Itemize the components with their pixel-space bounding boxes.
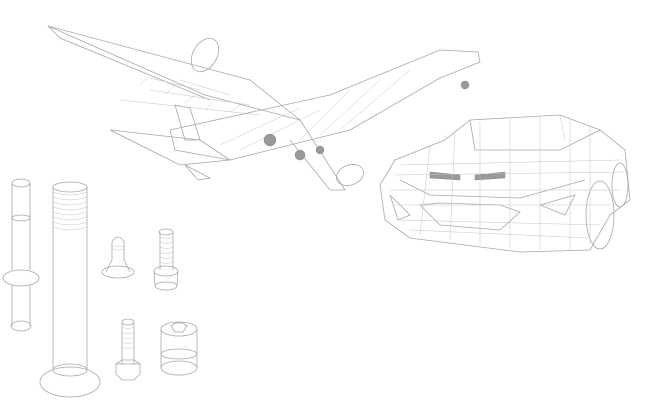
sleeve-nut: [160, 321, 198, 376]
fasteners-wireframe: [2, 178, 198, 398]
rivet-tube: [2, 178, 40, 332]
airplane-wireframe: [47, 25, 481, 191]
socket-cap-screw: [153, 228, 179, 291]
car-wireframe: [379, 114, 631, 253]
hex-bolt: [115, 318, 141, 381]
countersunk-pin: [101, 236, 135, 279]
long-bolt: [39, 181, 101, 398]
